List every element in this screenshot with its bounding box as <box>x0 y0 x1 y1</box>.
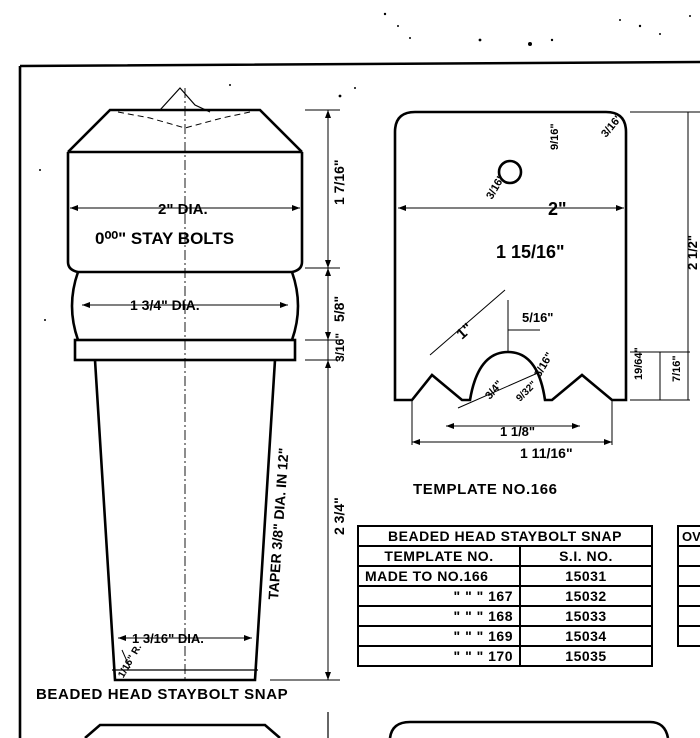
bead-dim: 5/16" <box>522 310 553 325</box>
template-cell: " " " 170 <box>357 645 521 667</box>
neck-dia-label: 1 3/4" DIA. <box>130 297 200 313</box>
staybolt-snap-table: BEADED HEAD STAYBOLT SNAP TEMPLATE NO. S… <box>357 525 653 667</box>
table-row: " " " 170 15035 <box>357 645 653 667</box>
template-caption: TEMPLATE NO.166 <box>413 481 558 498</box>
template-cell: " " " 169 <box>357 625 521 647</box>
si-cell: 15035 <box>519 645 653 667</box>
depth-2-dim: 7/16" <box>671 355 683 382</box>
partial-table-cell <box>677 605 700 627</box>
table-row: " " " 168 15033 <box>357 605 653 627</box>
angle-dim: 3/4" <box>483 378 505 401</box>
hole-dia-dim: 3/16" <box>484 172 508 201</box>
hole-offset-dim: 9/16" <box>549 123 561 150</box>
partial-table: OV <box>677 525 700 647</box>
neck-height-dim: 5/8" <box>331 296 347 322</box>
template-drawing <box>393 110 700 445</box>
partial-table-cell <box>677 585 700 607</box>
partial-table-cell <box>677 545 700 567</box>
staybolt-snap-drawing <box>66 87 340 682</box>
small-dim: 3/16" <box>532 350 556 379</box>
template-cell: MADE TO NO.166 <box>357 565 521 587</box>
scan-specks <box>39 12 691 321</box>
template-labels: 2" 1 15/16" 2 1/2" 9/16" 3/16" 3/16" 5/1… <box>413 112 700 498</box>
column-header-template: TEMPLATE NO. <box>357 545 521 567</box>
table-row: " " " 167 15032 <box>357 585 653 607</box>
head-dia-label: 2" DIA. <box>158 201 208 218</box>
shank-length-dim: 2 3/4" <box>331 497 347 535</box>
tip-radius-label: 1/16" R. <box>116 642 144 680</box>
si-cell: 15034 <box>519 625 653 647</box>
partial-table-cell <box>677 565 700 587</box>
table-row: MADE TO NO.166 15031 <box>357 565 653 587</box>
template-width-dim: 2" <box>548 199 567 219</box>
base-1-dim: 1 1/8" <box>500 424 535 439</box>
template-total-height: 2 1/2" <box>685 235 700 270</box>
si-cell: 15031 <box>519 565 653 587</box>
template-cell: " " " 168 <box>357 605 521 627</box>
radius-dim: 1" <box>453 320 476 343</box>
staybolt-labels: 2" DIA. 0⁰⁰" STAY BOLTS 1 3/4" DIA. 1 3/… <box>36 159 347 703</box>
bead-dia-dim: 9/32" <box>514 379 539 404</box>
sheet-border <box>18 60 700 738</box>
column-header-si: S.I. NO. <box>519 545 653 567</box>
head-height-dim: 1 7/16" <box>331 159 347 205</box>
partial-table-cell <box>677 625 700 647</box>
depth-1-dim: 19/64" <box>633 347 645 380</box>
table-title: BEADED HEAD STAYBOLT SNAP <box>357 525 653 547</box>
next-row-partial <box>84 712 670 738</box>
tip-dia-label: 1 3/16" DIA. <box>132 631 204 646</box>
collar-height-dim: 3/16" <box>333 333 347 362</box>
table-row: " " " 169 15034 <box>357 625 653 647</box>
staybolt-caption: BEADED HEAD STAYBOLT SNAP <box>36 686 288 703</box>
template-height-dim: 1 15/16" <box>496 242 565 262</box>
base-2-dim: 1 11/16" <box>520 445 573 461</box>
partial-table-header: OV <box>677 525 700 547</box>
head-stay-bolts-label: 0⁰⁰" STAY BOLTS <box>95 229 234 248</box>
template-cell: " " " 167 <box>357 585 521 607</box>
si-cell: 15032 <box>519 585 653 607</box>
si-cell: 15033 <box>519 605 653 627</box>
